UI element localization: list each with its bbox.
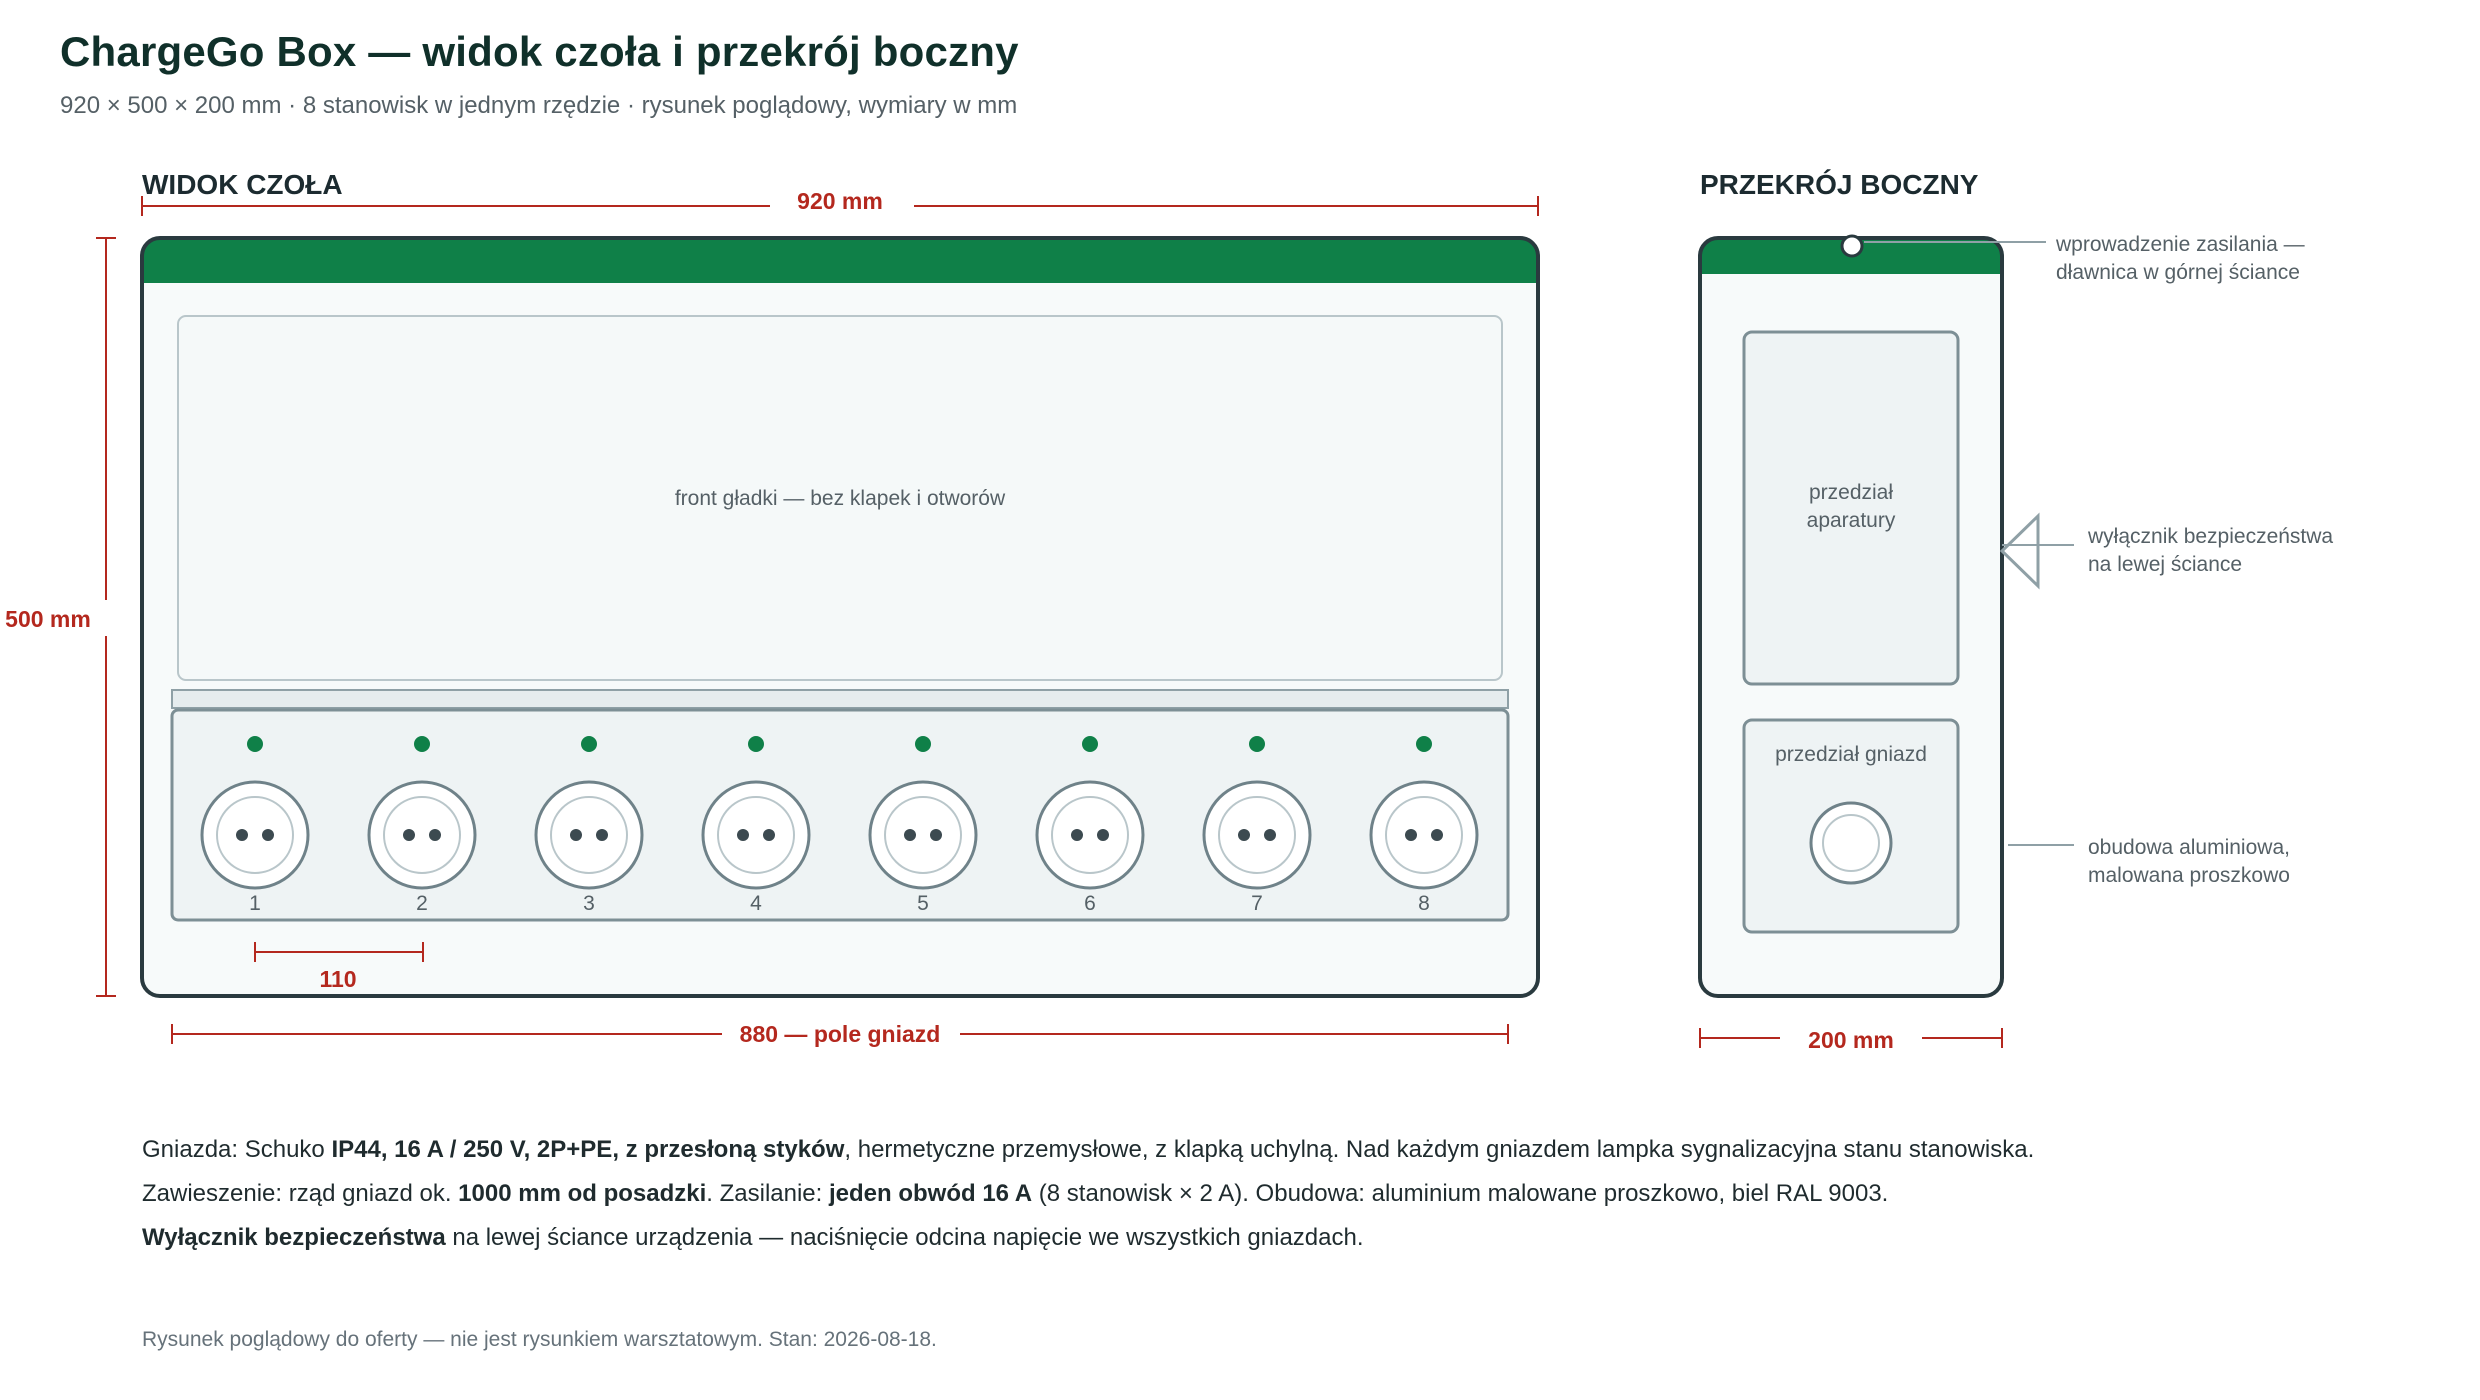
socket-pin-icon	[236, 829, 248, 841]
status-lamp-icon	[1416, 736, 1432, 752]
front-width-dimension	[141, 196, 1539, 216]
socket-pin-icon	[596, 829, 608, 841]
front-view-heading: WIDOK CZOŁA	[142, 169, 343, 200]
socket-station: 2	[367, 736, 477, 915]
front-ledge	[171, 689, 1509, 709]
socket-compartment-label: przedział gniazd	[1775, 743, 1927, 766]
socket-station: 8	[1369, 736, 1479, 915]
socket-pin-icon	[1431, 829, 1443, 841]
side-depth-label: 200 mm	[1808, 1027, 1894, 1053]
socket-number: 1	[249, 892, 261, 915]
socket-pin-icon	[570, 829, 582, 841]
socket-pin-icon	[429, 829, 441, 841]
footer-note: Rysunek poglądowy do oferty — nie jest r…	[142, 1328, 937, 1351]
page-subtitle: 920 × 500 × 200 mm · 8 stanowisk w jedny…	[60, 92, 1018, 119]
socket-face-icon	[216, 796, 294, 874]
status-lamp-icon	[748, 736, 764, 752]
status-lamp-icon	[915, 736, 931, 752]
socket-pin-icon	[1405, 829, 1417, 841]
status-lamp-icon	[414, 736, 430, 752]
status-lamp-icon	[1082, 736, 1098, 752]
socket-face-icon	[383, 796, 461, 874]
socket-face-icon	[884, 796, 962, 874]
socket-row: 1 2 3 4 5 6 7 8	[200, 736, 1479, 915]
apparatus-compartment-label-line1: przedział	[1809, 481, 1893, 504]
socket-number: 2	[416, 892, 428, 915]
pitch-label: 110	[319, 966, 356, 992]
status-lamp-icon	[1249, 736, 1265, 752]
socket-strip	[170, 708, 1510, 922]
side-depth-dimension	[1699, 1028, 2003, 1048]
callout-power-entry-line2: dławnica w górnej ściance	[2056, 261, 2300, 284]
callout-housing-line2: malowana proszkowo	[2088, 864, 2290, 887]
note-run: Zawieszenie: rząd gniazd ok.	[142, 1180, 459, 1207]
socket-face-icon	[717, 796, 795, 874]
callout-safety-switch-line1: wyłącznik bezpieczeństwa	[2087, 525, 2333, 548]
status-lamp-icon	[581, 736, 597, 752]
socket-station: 6	[1035, 736, 1145, 915]
socket-pin-icon	[1238, 829, 1250, 841]
callout-housing-line1: obudowa aluminiowa,	[2088, 836, 2290, 859]
socket-number: 5	[917, 892, 929, 915]
socket-pin-icon	[1071, 829, 1083, 841]
socket-face-icon	[550, 796, 628, 874]
socket-face-icon	[1051, 796, 1129, 874]
pitch-dimension	[254, 942, 424, 962]
socket-station: 7	[1202, 736, 1312, 915]
socket-number: 3	[583, 892, 595, 915]
socket-pin-icon	[1097, 829, 1109, 841]
callout-leaders	[1864, 241, 2074, 846]
front-height-dimension	[96, 237, 116, 997]
front-width-label: 920 mm	[797, 188, 883, 214]
socket-pin-icon	[1264, 829, 1276, 841]
callout-safety-switch-line2: na lewej ściance	[2088, 553, 2242, 576]
page-title: ChargeGo Box — widok czoła i przekrój bo…	[60, 28, 1019, 75]
note-run: 1000 mm od posadzki	[458, 1180, 707, 1207]
socket-station: 4	[701, 736, 811, 915]
socket-station: 3	[534, 736, 644, 915]
socket-face-icon	[1218, 796, 1296, 874]
note-run: (8 stanowisk × 2 A). Obudowa: aluminium …	[1032, 1180, 1889, 1207]
note-run: , hermetyczne przemysłowe, z klapką uchy…	[844, 1136, 2035, 1163]
apparatus-compartment	[1742, 330, 1960, 686]
cable-gland-icon	[1840, 234, 1864, 258]
socket-station: 5	[868, 736, 978, 915]
socket-pin-icon	[737, 829, 749, 841]
socket-face-icon	[1385, 796, 1463, 874]
socket-number: 8	[1418, 892, 1430, 915]
socket-field-dimension	[171, 1024, 1509, 1044]
note-run: . Zasilanie:	[706, 1180, 829, 1207]
side-socket-inner-icon	[1822, 814, 1880, 872]
front-panel-text: front gładki — bez klapek i otworów	[675, 487, 1006, 510]
note-line-safety: Wyłącznik bezpieczeństwa na lewej ścianc…	[142, 1216, 2034, 1260]
socket-pin-icon	[930, 829, 942, 841]
front-top-band	[142, 238, 1538, 283]
note-line-sockets: Gniazda: Schuko IP44, 16 A / 250 V, 2P+P…	[142, 1128, 2034, 1172]
socket-number: 7	[1251, 892, 1263, 915]
note-run: Gniazda: Schuko	[142, 1136, 332, 1163]
socket-pin-icon	[763, 829, 775, 841]
socket-field-label: 880 — pole gniazd	[740, 1021, 941, 1047]
note-run: Wyłącznik bezpieczeństwa	[142, 1224, 446, 1251]
safety-switch-icon	[1999, 512, 2040, 590]
side-view-heading: PRZEKRÓJ BOCZNY	[1700, 169, 1979, 200]
socket-number: 4	[750, 892, 762, 915]
callout-power-entry-line1: wprowadzenie zasilania —	[2055, 233, 2305, 256]
socket-station: 1	[200, 736, 310, 915]
socket-pin-icon	[403, 829, 415, 841]
socket-number: 6	[1084, 892, 1096, 915]
note-run: na lewej ściance urządzenia — naciśnięci…	[445, 1224, 1364, 1251]
notes: Gniazda: Schuko IP44, 16 A / 250 V, 2P+P…	[142, 1128, 2034, 1260]
front-height-label: 500 mm	[5, 606, 91, 632]
note-line-mounting: Zawieszenie: rząd gniazd ok. 1000 mm od …	[142, 1172, 2034, 1216]
note-run: IP44, 16 A / 250 V, 2P+PE, z przesłoną s…	[331, 1136, 845, 1163]
socket-pin-icon	[262, 829, 274, 841]
apparatus-compartment-label-line2: aparatury	[1807, 509, 1896, 532]
status-lamp-icon	[247, 736, 263, 752]
front-smooth-panel	[177, 315, 1503, 681]
note-run: jeden obwód 16 A	[828, 1180, 1033, 1207]
socket-pin-icon	[904, 829, 916, 841]
